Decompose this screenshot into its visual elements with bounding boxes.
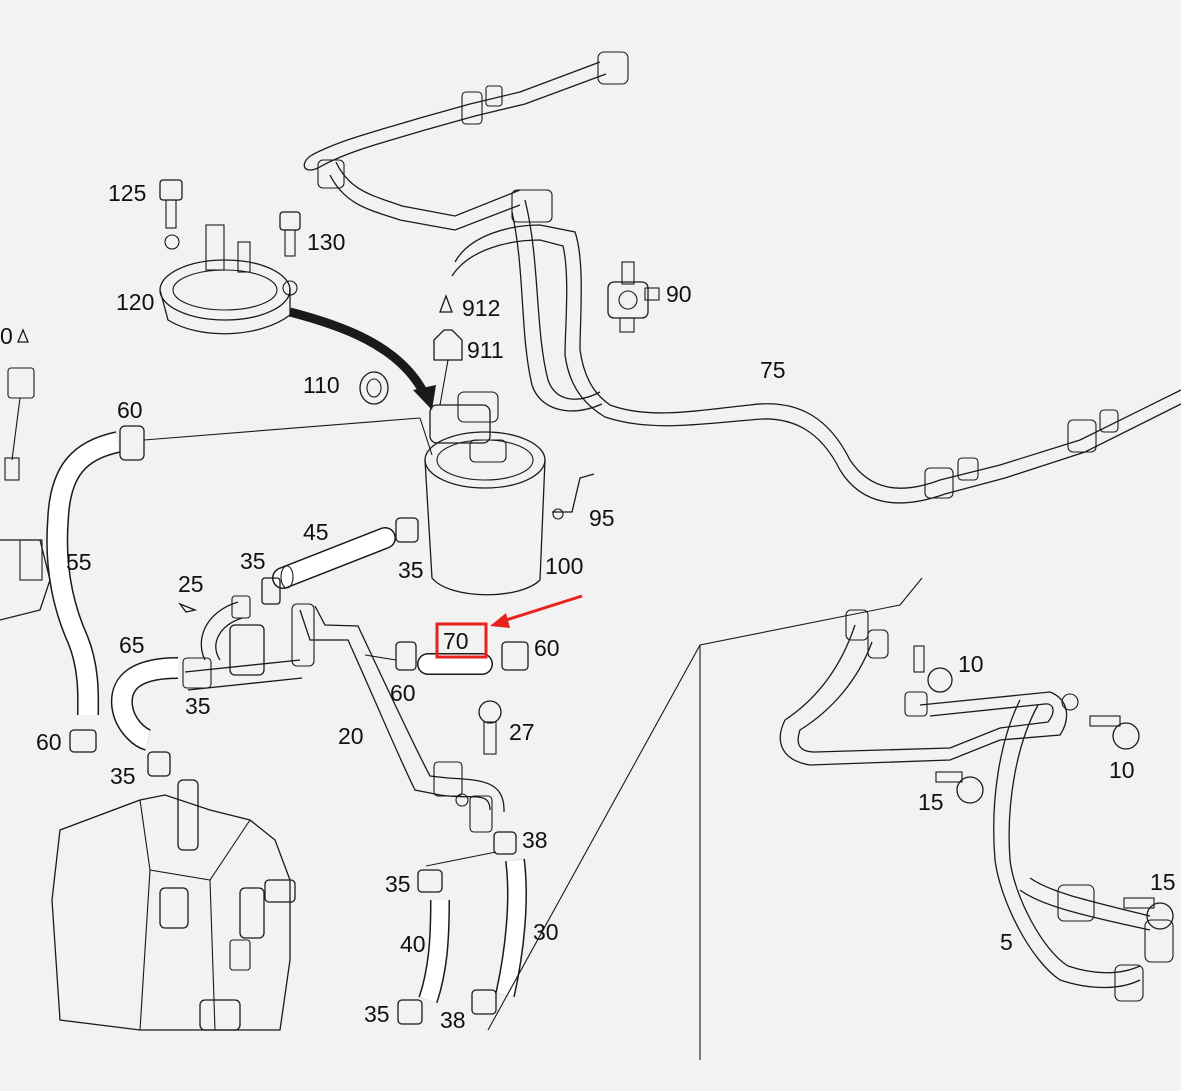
clamp-35-filter [395, 517, 419, 543]
clamp-35-bottom-left [147, 751, 171, 777]
fuel-filter-100 [424, 391, 546, 596]
label-45: 45 [303, 519, 329, 545]
label-35-bottom: 35 [364, 1001, 390, 1027]
label-125: 125 [108, 180, 146, 206]
mounting-arrow [288, 307, 436, 410]
label-911: 911 [467, 337, 504, 363]
label-0-left: 0 [0, 323, 13, 349]
t-piece-assembly [182, 577, 303, 691]
label-110: 110 [303, 372, 340, 398]
label-90: 90 [666, 281, 692, 307]
screw-125 [159, 179, 183, 229]
label-65: 65 [119, 632, 145, 658]
part-labels: 125 130 120 912 911 110 90 75 60 95 45 3… [0, 180, 1176, 1033]
label-38-top: 38 [522, 827, 548, 853]
clamp-38-top [493, 831, 517, 855]
high-pressure-pump [51, 779, 296, 1031]
label-35-filter: 35 [398, 557, 424, 583]
fuel-return-line [303, 51, 629, 231]
label-70: 70 [443, 628, 469, 654]
label-30: 30 [533, 919, 559, 945]
label-130: 130 [307, 229, 345, 255]
hose-45 [272, 527, 396, 589]
hose-55 [46, 431, 121, 716]
screw-15-middle [935, 771, 984, 804]
pipe-20 [291, 603, 505, 833]
highlight-arrow-shaft [499, 594, 583, 624]
screw-130 [279, 211, 301, 257]
connector-912 [439, 294, 453, 313]
screw-10-top [913, 645, 953, 693]
label-60-right: 60 [534, 635, 560, 661]
clamp-60-top [119, 425, 145, 461]
pipe-5 [779, 609, 1174, 1002]
label-35-tpiece: 35 [240, 548, 266, 574]
screw-15-right [1123, 897, 1174, 930]
label-10-top: 10 [958, 651, 984, 677]
label-25: 25 [178, 571, 204, 597]
highlight-arrow-head [490, 613, 510, 628]
label-60-bottom: 60 [36, 729, 62, 755]
bracket-95 [552, 473, 595, 520]
engine-left-edge [0, 328, 51, 621]
fuel-line-75 [451, 199, 1181, 504]
label-55: 55 [66, 549, 92, 575]
label-75: 75 [760, 357, 786, 383]
hose-30 [495, 858, 527, 998]
label-35-bottom-left: 35 [110, 763, 136, 789]
label-27: 27 [509, 719, 535, 745]
clamp-35-bottom [397, 999, 423, 1025]
label-35-middle: 35 [385, 871, 411, 897]
label-15-right: 15 [1150, 869, 1176, 895]
label-15-middle: 15 [918, 789, 944, 815]
label-38-bottom: 38 [440, 1007, 466, 1033]
label-5: 5 [1000, 929, 1013, 955]
label-40: 40 [400, 931, 426, 957]
sensor-90 [607, 261, 660, 333]
screw-27 [478, 700, 502, 755]
hose-65 [110, 657, 179, 751]
highlight-annotation [435, 594, 583, 659]
detail-inset-frame [487, 577, 923, 1060]
label-95: 95 [589, 505, 615, 531]
clamp-60-left-of-70 [395, 641, 417, 671]
clip-25 [178, 602, 198, 613]
screw-10-right [1089, 715, 1140, 750]
hose-40 [418, 899, 450, 1004]
label-100: 100 [545, 553, 583, 579]
label-10-right: 10 [1109, 757, 1135, 783]
ring-110 [359, 371, 389, 405]
bracket-120 [159, 224, 298, 335]
highlight-box-70 [435, 622, 488, 659]
clamp-60-right-of-70 [501, 641, 529, 671]
label-20: 20 [338, 723, 364, 749]
clamp-60-bottom-left [69, 729, 97, 753]
connector-911 [433, 329, 463, 406]
label-35-left: 35 [185, 693, 211, 719]
clamp-38-bottom [471, 989, 497, 1015]
clamp-35-middle [417, 869, 443, 893]
label-912: 912 [462, 295, 500, 321]
label-120: 120 [116, 289, 154, 315]
label-60-center: 60 [390, 680, 416, 706]
label-60-top: 60 [117, 397, 143, 423]
